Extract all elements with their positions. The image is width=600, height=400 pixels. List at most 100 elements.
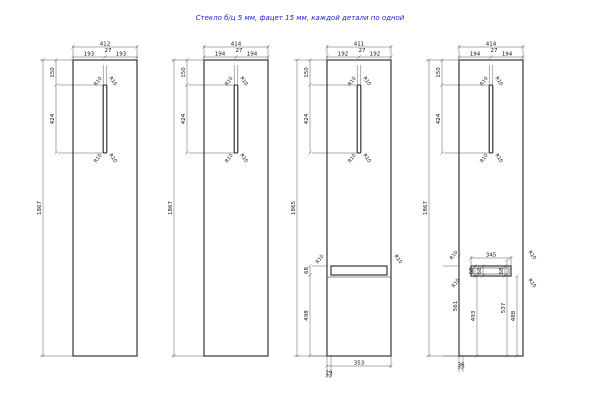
panel-4-dim-offset-d-tick: [515, 354, 519, 358]
panel-2-dim-right-tick: [234, 55, 238, 59]
panel-4-dim-slot-width: 27: [491, 48, 498, 54]
panel-1-radius-label: R10: [93, 153, 104, 165]
panel-3-dim-top-offset-label: 150: [304, 67, 310, 78]
panel-4-lower-radius-label: R10: [527, 278, 538, 290]
panel-3-dim-cut-height-tick: [308, 264, 312, 268]
panel-2-radius-label: R10: [238, 76, 249, 88]
panel-1-dim-total-label: 412: [100, 42, 111, 48]
panel-3-dim-cut-offset-tick: [308, 273, 312, 277]
panel-3-dim-slot-height-tick: [308, 151, 312, 155]
panel-1-dim-right-label: 193: [116, 52, 127, 58]
panel-3-radius-label: R10: [347, 153, 358, 165]
panel-4-dim-cut-height-c-label: 68: [499, 267, 505, 274]
panel-3-dim-slot-width: 27: [359, 48, 366, 54]
panel-4-dim-offset-a-tick: [457, 254, 461, 258]
panel-1-dim-height-tick: [41, 354, 45, 358]
panel-1-dim-height-label: 1867: [37, 201, 43, 215]
panel-4-radius-label: R10: [493, 76, 504, 88]
panel-4-dim-cut-height-b-tick: [481, 264, 485, 268]
panel-4-dim-offset-c-tick: [505, 258, 509, 262]
panel-4-dim-bottom-margin-tick: [457, 366, 461, 370]
panel-4-dim-right-label: 194: [502, 52, 513, 58]
panel-2-dim-right-tick: [266, 55, 270, 59]
panel-4-lower-cutout-inner: [472, 267, 510, 275]
panel-1-dim-height-tick: [41, 58, 45, 62]
panel-4-lower-radius-label: R10: [451, 278, 462, 290]
panel-3-lower-cutout: [330, 265, 388, 276]
panel-1-dim-slot-height-tick: [54, 83, 58, 87]
panel-3-dim-right-tick: [357, 55, 361, 59]
panel-4-dim-inner-width-label: 345: [486, 253, 497, 259]
panel-4-dim-height-label: 1867: [423, 201, 429, 215]
panel-4-dim-total-label: 414: [486, 42, 497, 48]
panel-2-dim-top-offset-label: 150: [181, 67, 187, 78]
panel-1-dim-right-tick: [135, 55, 139, 59]
panel-3-dim-slot-height-tick: [308, 83, 312, 87]
panel-2-dim-height-tick: [172, 58, 176, 62]
panel-4-dim-offset-d-label: 488: [511, 310, 517, 321]
panel-1-radius-label: R10: [107, 76, 118, 88]
panel-4-dim-cut-height-label: 68: [469, 267, 475, 274]
panel-3-dim-bottom-width-label: 353: [354, 361, 365, 367]
panel-3-outline: [326, 59, 392, 357]
panel-4-dim-offset-a-label: 561: [453, 301, 459, 312]
panel-1-dim-total-tick: [135, 45, 139, 49]
panel-1-handle-slot: [102, 84, 108, 154]
panel-2-dim-total-tick: [202, 45, 206, 49]
panel-3-dim-slot-height-label: 424: [304, 113, 310, 124]
panel-4-dim-right-tick: [521, 55, 525, 59]
panel-3-dim-total-label: 411: [354, 42, 365, 48]
panel-4-dim-cut-height-b-tick: [481, 274, 485, 278]
panel-4-dim-cut-height-c-tick: [503, 274, 507, 278]
panel-4-lower-radius-label: R10: [449, 250, 460, 262]
panel-2-radius-label: R10: [224, 153, 235, 165]
panel-2-dim-slot-height-label: 424: [181, 113, 187, 124]
panel-2-handle-slot: [233, 84, 239, 154]
panel-2-dim-total-tick: [266, 45, 270, 49]
panel-4-dim-total-tick: [457, 45, 461, 49]
panel-4-dim-slot-height-tick: [440, 83, 444, 87]
panel-1-dim-top-offset-tick: [54, 58, 58, 62]
panel-3-dim-cut-offset-tick: [308, 354, 312, 358]
panel-3-dim-left-tick: [325, 55, 329, 59]
panel-4-dim-cut-height-tick: [473, 274, 477, 278]
panel-3-dim-bottom-margin-label: 29: [326, 371, 333, 377]
panel-3-handle-slot: [356, 84, 362, 154]
panel-1-dim-slot-height-label: 424: [50, 113, 56, 124]
panel-3-dim-bottom-margin-tick: [329, 374, 333, 378]
panel-3-dim-right-label: 192: [370, 52, 381, 58]
panel-4-lower-radius-label: R10: [527, 250, 538, 262]
panel-2-dim-slot-height-tick: [185, 83, 189, 87]
panel-1-radius-label: R10: [93, 76, 104, 88]
panel-4-dim-top-offset-label: 150: [436, 67, 442, 78]
panel-2-outline: [203, 59, 269, 357]
panel-2-dim-right-label: 194: [247, 52, 258, 58]
panel-4-dim-top-offset-tick: [440, 58, 444, 62]
panel-2-dim-slot-height-tick: [185, 151, 189, 155]
panel-3-dim-total-tick: [389, 45, 393, 49]
panel-4-radius-label: R10: [479, 76, 490, 88]
panel-3-lower-radius-label: R10: [393, 254, 404, 266]
panel-4-dim-offset-c-tick: [505, 354, 509, 358]
panel-4-dim-right-tick: [489, 55, 493, 59]
panel-4-outline: [458, 59, 524, 357]
panel-1-dim-slot-width: 27: [105, 48, 112, 54]
panel-3-dim-top-offset-tick: [308, 58, 312, 62]
panel-4-handle-slot: [488, 84, 494, 154]
panel-4-dim-offset-b-label: 493: [471, 310, 477, 321]
panel-3-dim-cut-height-label: 68: [304, 267, 310, 274]
panel-2-radius-label: R10: [224, 76, 235, 88]
panel-2-dim-slot-width: 27: [236, 48, 243, 54]
panel-3-dim-height-tick: [295, 58, 299, 62]
panel-4-dim-height-tick: [427, 354, 431, 358]
panel-3-dim-total-tick: [325, 45, 329, 49]
panel-4-lower-cutout: [470, 265, 512, 277]
panel-1-dim-slot-height-tick: [54, 151, 58, 155]
panel-4-dim-offset-b-tick: [475, 274, 479, 278]
panel-4-dim-slot-height-label: 424: [436, 113, 442, 124]
panel-4-dim-offset-c-label: 537: [501, 302, 507, 313]
panel-3-radius-label: R10: [361, 153, 372, 165]
panel-4-dim-bottom-margin-tick: [461, 366, 465, 370]
